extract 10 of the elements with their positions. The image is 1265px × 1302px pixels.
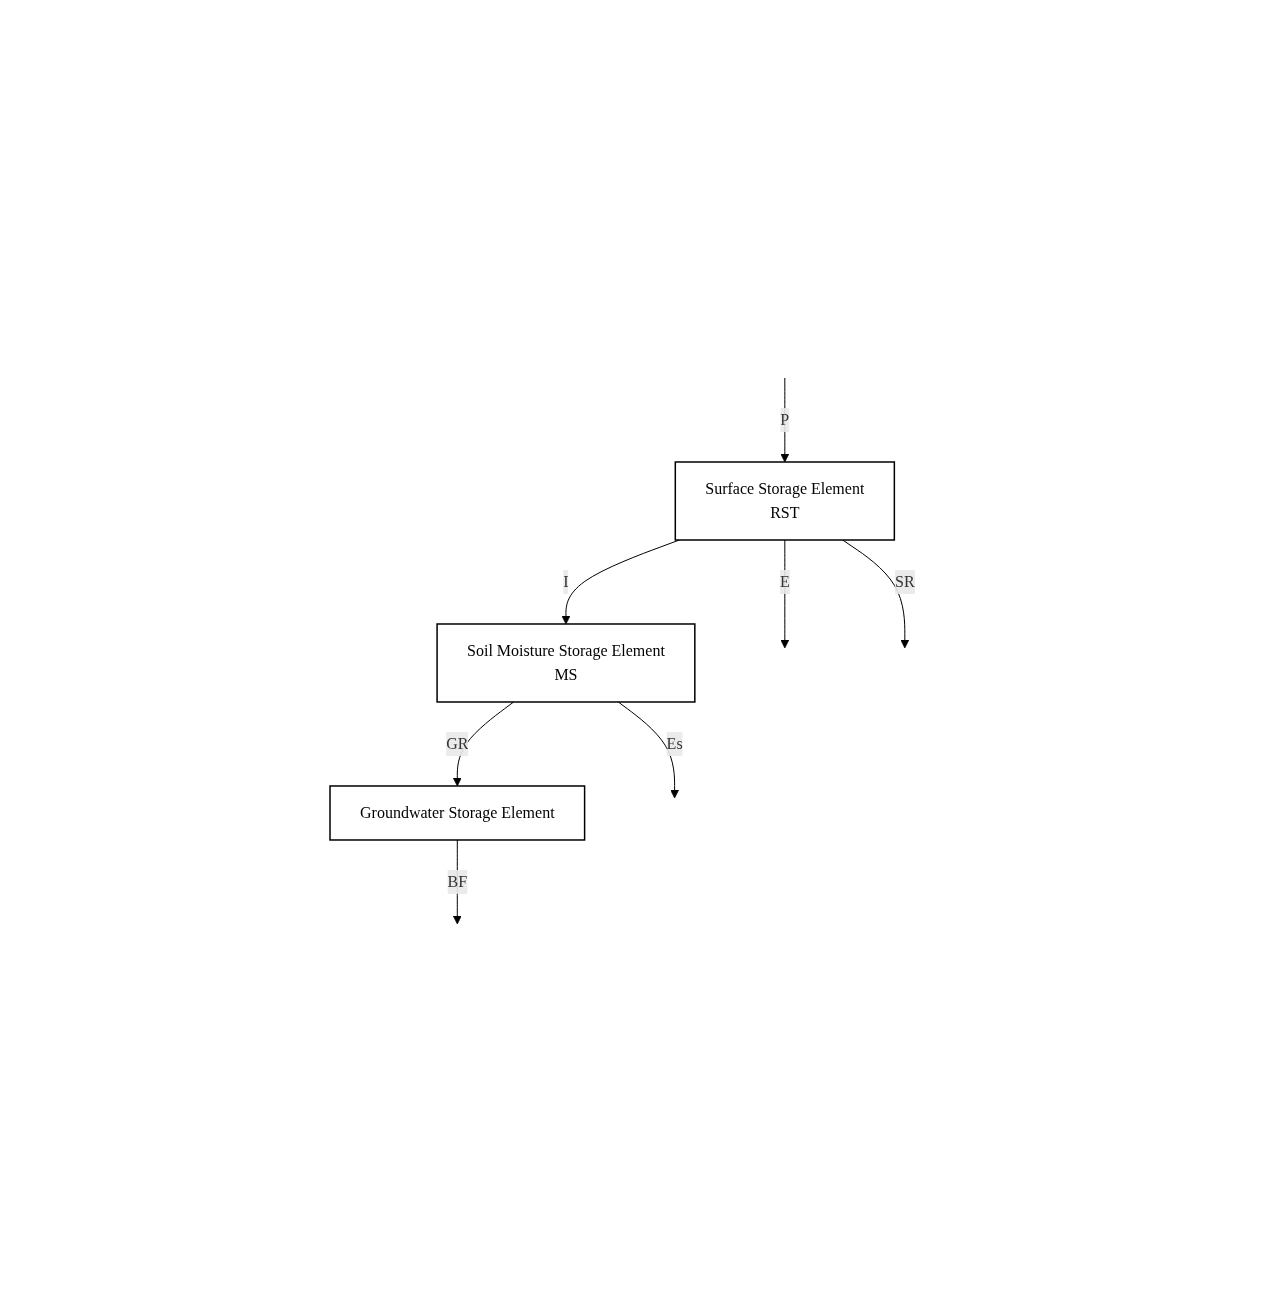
arrow xyxy=(453,701,515,787)
storage-box: Groundwater Storage Element xyxy=(329,785,586,841)
arrow xyxy=(561,539,680,625)
arrow xyxy=(617,701,680,799)
arrow xyxy=(842,539,910,649)
storage-box: Surface Storage Element RST xyxy=(674,461,896,541)
storage-box: Soil Moisture Storage Element MS xyxy=(436,623,696,703)
arrow xyxy=(780,539,790,649)
arrow xyxy=(780,377,790,463)
arrow xyxy=(453,839,462,925)
